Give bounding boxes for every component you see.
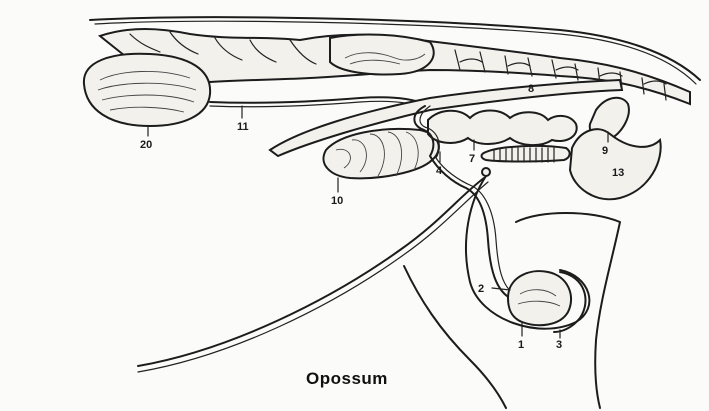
label-11: 11 xyxy=(237,121,249,133)
organ-20 xyxy=(84,54,210,126)
label-8: 8 xyxy=(528,83,534,95)
cord-junction xyxy=(482,168,490,176)
ventral-contour xyxy=(138,178,484,366)
label-3: 3 xyxy=(556,339,562,351)
duct-11 xyxy=(210,97,425,104)
label-1: 1 xyxy=(518,339,524,351)
label-13: 13 xyxy=(612,167,624,179)
scrotal-outline xyxy=(404,266,506,408)
label-10: 10 xyxy=(331,195,343,207)
label-9: 9 xyxy=(602,145,608,157)
ventral-contour-inner xyxy=(138,182,488,372)
organ-7 xyxy=(428,111,577,146)
organ-8 xyxy=(482,146,570,162)
organ-10 xyxy=(323,129,438,178)
label-2: 2 xyxy=(478,283,484,295)
label-20: 20 xyxy=(140,139,152,151)
label-4: 4 xyxy=(436,165,443,177)
organ-13 xyxy=(570,129,661,199)
figure-caption: Opossum xyxy=(306,369,388,388)
label-7: 7 xyxy=(469,153,475,165)
